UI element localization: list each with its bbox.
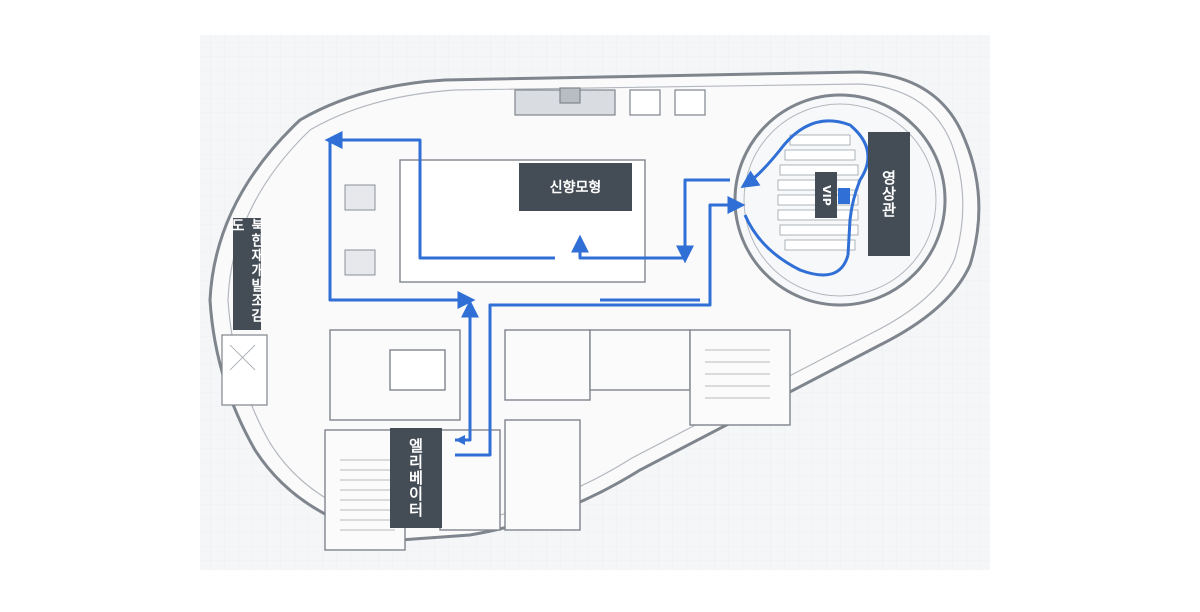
elevator-label: 엘리베이터 bbox=[390, 428, 442, 528]
top-structures bbox=[514, 87, 706, 116]
visitor-route bbox=[324, 119, 870, 457]
model-text: 신향모형 bbox=[549, 180, 602, 196]
model-label: 신향모형 bbox=[519, 163, 632, 211]
theater-label: 영상관 bbox=[868, 132, 910, 256]
vip-text: VIP bbox=[819, 184, 833, 206]
north-redevelopment-text: 북한재개발조감도 bbox=[229, 218, 265, 323]
vip-marker bbox=[838, 188, 850, 204]
theater-text: 영상관 bbox=[879, 170, 898, 218]
elevator-text: 엘리베이터 bbox=[406, 438, 425, 518]
north-redevelopment-label: 북한재개발조감도 bbox=[229, 218, 265, 330]
lower-rooms bbox=[324, 329, 791, 551]
vip-label: VIP bbox=[815, 172, 837, 218]
